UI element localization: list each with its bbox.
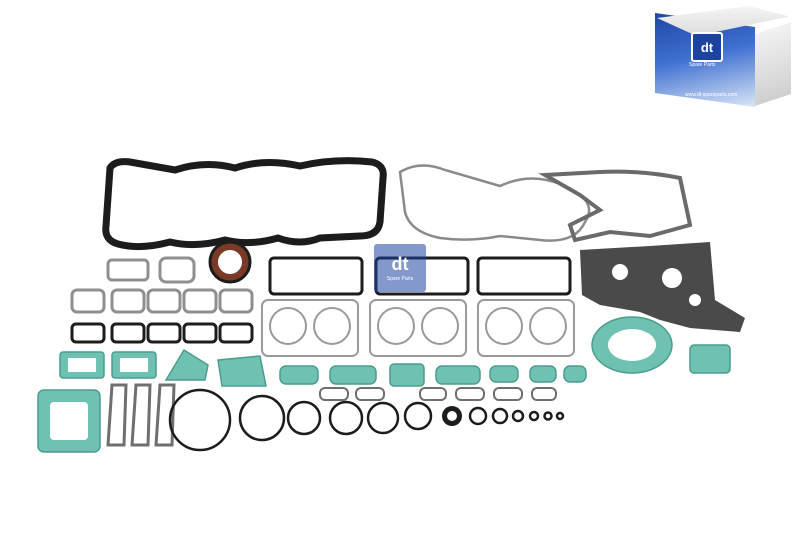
timing-cover-gasket (398, 164, 693, 243)
crankshaft-seal (208, 240, 252, 284)
product-box: dt Spare Parts www.dt-spareparts.com (655, 6, 793, 108)
oil-seal (442, 406, 462, 426)
brand-url: www.dt-spareparts.com (685, 92, 738, 98)
box-side (755, 22, 791, 106)
manifold-gaskets-black (70, 322, 254, 344)
cylinder-head-gaskets (261, 299, 575, 357)
o-rings (168, 388, 565, 452)
manifold-gaskets (70, 256, 254, 314)
green-gasket-holes (50, 329, 656, 440)
valve-cover-gasket (102, 157, 387, 251)
watermark-tagline: Spare Parts (386, 275, 414, 282)
watermark-logo: dt Spare Parts (374, 244, 426, 292)
small-gaskets (319, 387, 557, 401)
brand-tagline: Spare Parts (689, 62, 716, 68)
watermark-logo-text: dt (391, 253, 409, 274)
exhaust-gaskets (106, 383, 176, 447)
brand-logo: dt (691, 32, 723, 62)
plate-gasket (580, 242, 745, 332)
